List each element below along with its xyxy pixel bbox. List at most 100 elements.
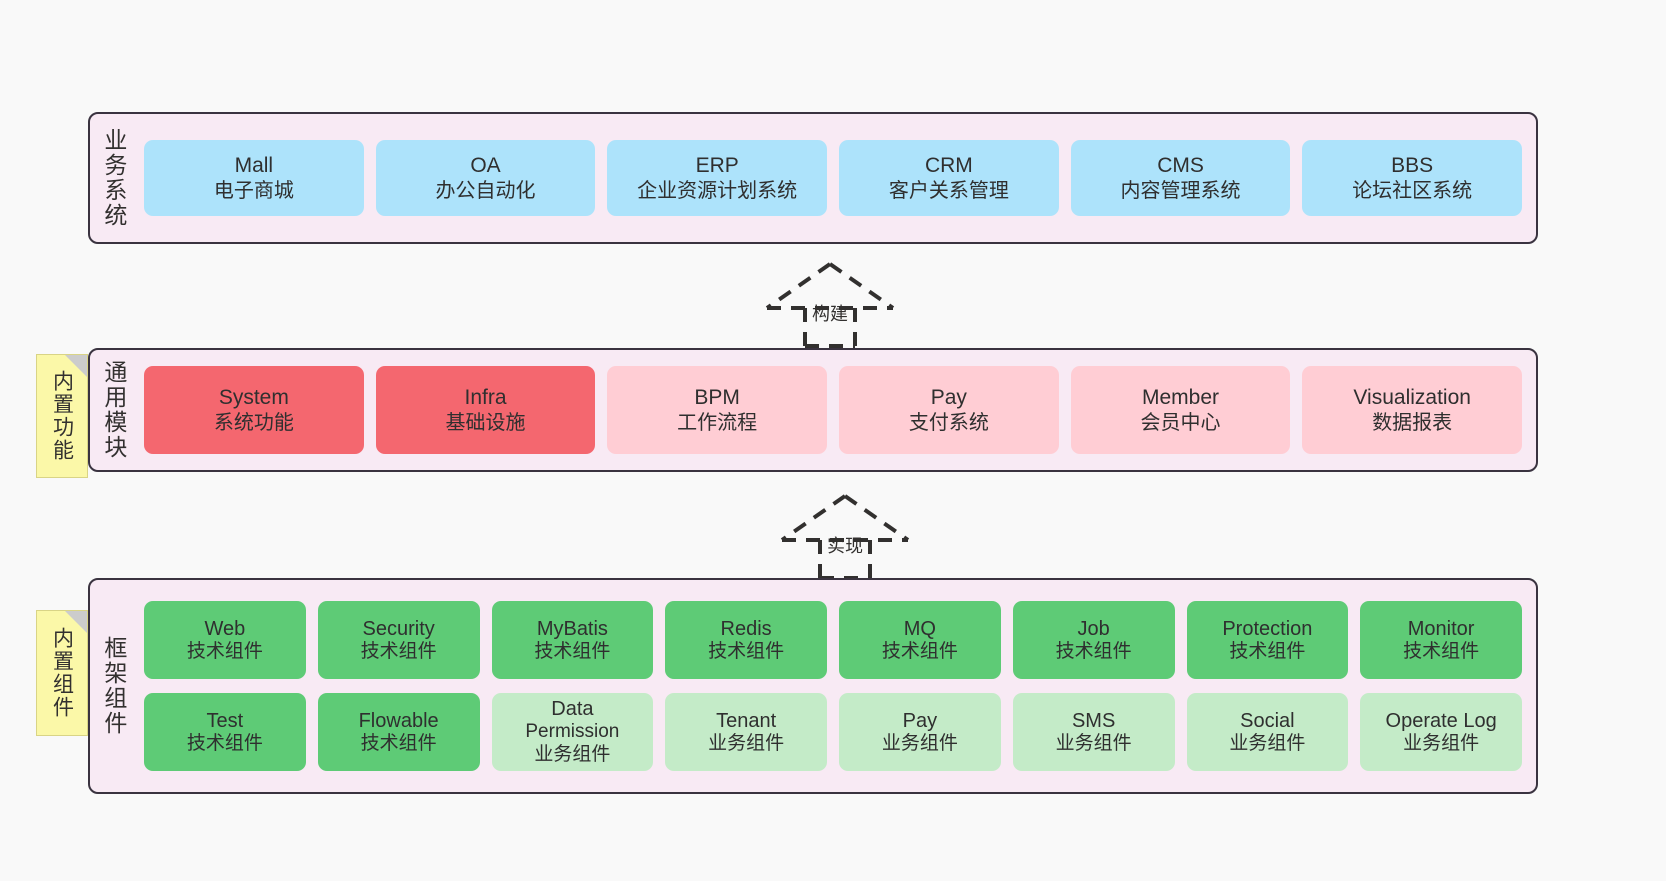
card-protection[interactable]: Protection 技术组件 [1186, 601, 1349, 679]
card-subtitle: 系统功能 [213, 411, 294, 434]
card-mybatis[interactable]: MyBatis 技术组件 [491, 601, 654, 679]
card-system[interactable]: System 系统功能 [144, 366, 364, 454]
implement-arrow-icon [780, 494, 910, 580]
card-title: BPM [694, 386, 740, 410]
framework-row-tech: Web 技术组件 Security 技术组件 MyBatis 技术组件 Redi… [144, 601, 1522, 679]
card-title-line2: Permission [525, 721, 620, 743]
card-infra[interactable]: Infra 基础设施 [375, 366, 596, 454]
card-subtitle: 业务组件 [881, 732, 958, 754]
card-title: Pay [902, 709, 938, 732]
layer-title-framework-components: 框架组件 [100, 636, 127, 736]
card-title: OA [470, 154, 501, 178]
card-title: Member [1142, 386, 1220, 410]
build-arrow-icon [765, 262, 895, 348]
card-subtitle: 技术组件 [186, 732, 263, 754]
note-fold-icon [65, 355, 87, 377]
card-redis[interactable]: Redis 技术组件 [665, 601, 827, 679]
card-job[interactable]: Job 技术组件 [1012, 601, 1175, 679]
card-subtitle: 基础设施 [445, 411, 526, 434]
card-subtitle: 业务组件 [708, 732, 785, 754]
card-subtitle: 企业资源计划系统 [637, 179, 798, 202]
card-mall[interactable]: Mall 电子商城 [144, 140, 364, 216]
card-subtitle: 数据报表 [1372, 411, 1453, 434]
note-builtin-component: 内置组件 [36, 610, 88, 736]
card-crm[interactable]: CRM 客户关系管理 [839, 140, 1059, 216]
card-title: Tenant [716, 709, 777, 732]
card-title: Mall [234, 154, 274, 178]
card-subtitle: 技术组件 [186, 640, 263, 662]
card-subtitle: 技术组件 [534, 640, 611, 662]
card-title: Flowable [358, 709, 439, 732]
layer-business-system: 业务系统 Mall 电子商城 OA 办公自动化 ERP 企业资源计划系统 CRM… [88, 112, 1538, 244]
layer-title-common-modules: 通用模块 [100, 360, 127, 460]
note-label: 内置功能 [50, 370, 74, 462]
note-fold-icon [65, 611, 87, 633]
card-subtitle: 技术组件 [1229, 640, 1306, 662]
card-subtitle: 技术组件 [360, 732, 437, 754]
card-pay-business[interactable]: Pay 业务组件 [839, 693, 1001, 771]
card-bpm[interactable]: BPM 工作流程 [607, 366, 828, 454]
card-mq[interactable]: MQ 技术组件 [839, 601, 1001, 679]
card-title: Visualization [1353, 386, 1471, 410]
layer-title-business-system: 业务系统 [100, 128, 127, 228]
card-subtitle: 工作流程 [677, 411, 758, 434]
layer-common-modules: 通用模块 System 系统功能 Infra 基础设施 BPM 工作流程 Pay… [88, 348, 1538, 472]
card-title: ERP [695, 154, 739, 178]
card-security[interactable]: Security 技术组件 [317, 601, 480, 679]
connector-implement: 实现 [775, 490, 915, 580]
card-title: SMS [1071, 709, 1116, 732]
card-title: Job [1077, 617, 1110, 640]
card-tenant[interactable]: Tenant 业务组件 [665, 693, 827, 771]
card-bbs[interactable]: BBS 论坛社区系统 [1302, 140, 1523, 216]
card-subtitle: 论坛社区系统 [1352, 179, 1473, 202]
card-member[interactable]: Member 会员中心 [1070, 366, 1291, 454]
card-social[interactable]: Social 业务组件 [1186, 693, 1349, 771]
card-subtitle: 业务组件 [534, 744, 611, 765]
card-monitor[interactable]: Monitor 技术组件 [1360, 601, 1522, 679]
card-subtitle: 业务组件 [1229, 732, 1306, 754]
card-oa[interactable]: OA 办公自动化 [375, 140, 596, 216]
card-title: Infra [464, 386, 507, 410]
card-title: BBS [1391, 154, 1434, 178]
card-subtitle: 办公自动化 [435, 179, 536, 202]
layer-body-framework-components: Web 技术组件 Security 技术组件 MyBatis 技术组件 Redi… [136, 580, 1536, 792]
card-web[interactable]: Web 技术组件 [144, 601, 306, 679]
connector-implement-label: 实现 [827, 536, 863, 556]
card-title: Security [362, 617, 435, 640]
card-subtitle: 业务组件 [1055, 732, 1132, 754]
card-subtitle: 支付系统 [908, 411, 989, 434]
card-data-permission[interactable]: Data Permission 业务组件 [491, 693, 654, 771]
card-flowable[interactable]: Flowable 技术组件 [317, 693, 480, 771]
card-subtitle: 技术组件 [708, 640, 785, 662]
card-title: System [218, 386, 289, 410]
card-test[interactable]: Test 技术组件 [144, 693, 306, 771]
card-title: MyBatis [536, 617, 608, 640]
card-subtitle: 内容管理系统 [1120, 179, 1241, 202]
card-subtitle: 技术组件 [1403, 640, 1480, 662]
card-subtitle: 客户关系管理 [888, 179, 1009, 202]
card-visualization[interactable]: Visualization 数据报表 [1302, 366, 1523, 454]
card-title: Pay [930, 386, 967, 410]
card-title: Monitor [1407, 617, 1475, 640]
card-title: CMS [1157, 154, 1204, 178]
card-title: Data [551, 698, 594, 721]
card-operate-log[interactable]: Operate Log 业务组件 [1360, 693, 1522, 771]
card-subtitle: 业务组件 [1403, 732, 1480, 754]
card-title: Redis [720, 617, 772, 640]
card-subtitle: 技术组件 [360, 640, 437, 662]
card-title: MQ [903, 617, 936, 640]
card-title: Web [204, 617, 246, 640]
card-sms[interactable]: SMS 业务组件 [1012, 693, 1175, 771]
layer-body-common-modules: System 系统功能 Infra 基础设施 BPM 工作流程 Pay 支付系统… [136, 350, 1536, 470]
card-pay[interactable]: Pay 支付系统 [839, 366, 1059, 454]
card-cms[interactable]: CMS 内容管理系统 [1070, 140, 1291, 216]
note-label: 内置组件 [50, 627, 74, 719]
card-subtitle: 技术组件 [881, 640, 958, 662]
card-subtitle: 会员中心 [1140, 411, 1221, 434]
card-erp[interactable]: ERP 企业资源计划系统 [607, 140, 828, 216]
framework-row-business: Test 技术组件 Flowable 技术组件 Data Permission … [144, 693, 1522, 771]
card-title: Operate Log [1385, 709, 1497, 732]
layer-body-business-system: Mall 电子商城 OA 办公自动化 ERP 企业资源计划系统 CRM 客户关系… [136, 114, 1536, 242]
layer-framework-components: 框架组件 Web 技术组件 Security 技术组件 MyBatis 技术组件… [88, 578, 1538, 794]
